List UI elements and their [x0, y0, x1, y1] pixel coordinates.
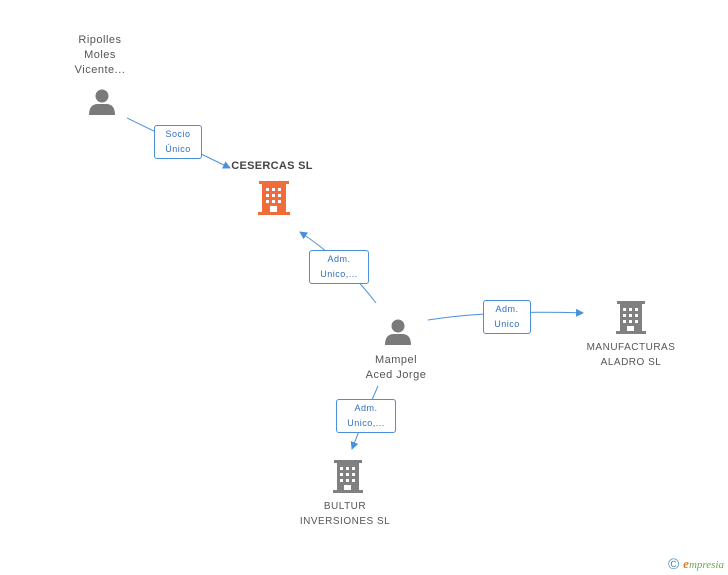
- brand-name: empresia: [683, 556, 724, 571]
- person-icon[interactable]: [89, 89, 115, 116]
- edge-label-line: Socio: [165, 129, 191, 139]
- node-label-line: Aced Jorge: [365, 369, 427, 381]
- node-label-mampel[interactable]: Mampel Aced Jorge: [346, 353, 446, 383]
- edge-label-line: Unico,...: [347, 418, 385, 428]
- building-icon[interactable]: [258, 181, 290, 215]
- edge-label-line: Adm.: [327, 254, 351, 264]
- node-label-bultur[interactable]: BULTUR INVERSIONES SL: [289, 499, 401, 529]
- node-label-line: INVERSIONES SL: [299, 516, 391, 527]
- empresia-logo[interactable]: © empresia: [668, 556, 724, 572]
- edge-label-line: Adm.: [495, 304, 519, 314]
- node-label-line: Mampel: [374, 354, 418, 366]
- node-label-line: Moles: [84, 49, 116, 61]
- edge-label-socio-unico[interactable]: Socio Único: [154, 125, 202, 159]
- node-label-ripolles[interactable]: Ripolles Moles Vicente...: [54, 33, 146, 78]
- node-label-line: CESERCAS SL: [231, 160, 313, 172]
- edge-label-line: Único: [165, 144, 191, 154]
- copyright-icon: ©: [668, 555, 680, 573]
- node-label-line: ALADRO SL: [600, 357, 662, 368]
- building-icon[interactable]: [333, 460, 363, 493]
- node-label-manufacturas[interactable]: MANUFACTURAS ALADRO SL: [571, 340, 691, 370]
- edge-label-adm-unico[interactable]: Adm. Unico,...: [336, 399, 396, 433]
- edge-label-line: Adm.: [354, 403, 378, 413]
- edge-label-line: Unico,...: [320, 269, 358, 279]
- node-label-line: Ripolles: [78, 34, 122, 46]
- node-label-cesercas[interactable]: CESERCAS SL: [214, 159, 330, 174]
- building-icon[interactable]: [616, 301, 646, 334]
- edge-label-adm-unico[interactable]: Adm. Unico: [483, 300, 531, 334]
- node-label-line: BULTUR: [323, 501, 367, 512]
- node-label-line: Vicente...: [74, 64, 126, 76]
- edge-label-adm-unico[interactable]: Adm. Unico,...: [309, 250, 369, 284]
- edge-label-line: Unico: [494, 319, 520, 329]
- person-icon[interactable]: [385, 319, 411, 346]
- node-label-line: MANUFACTURAS: [586, 342, 676, 353]
